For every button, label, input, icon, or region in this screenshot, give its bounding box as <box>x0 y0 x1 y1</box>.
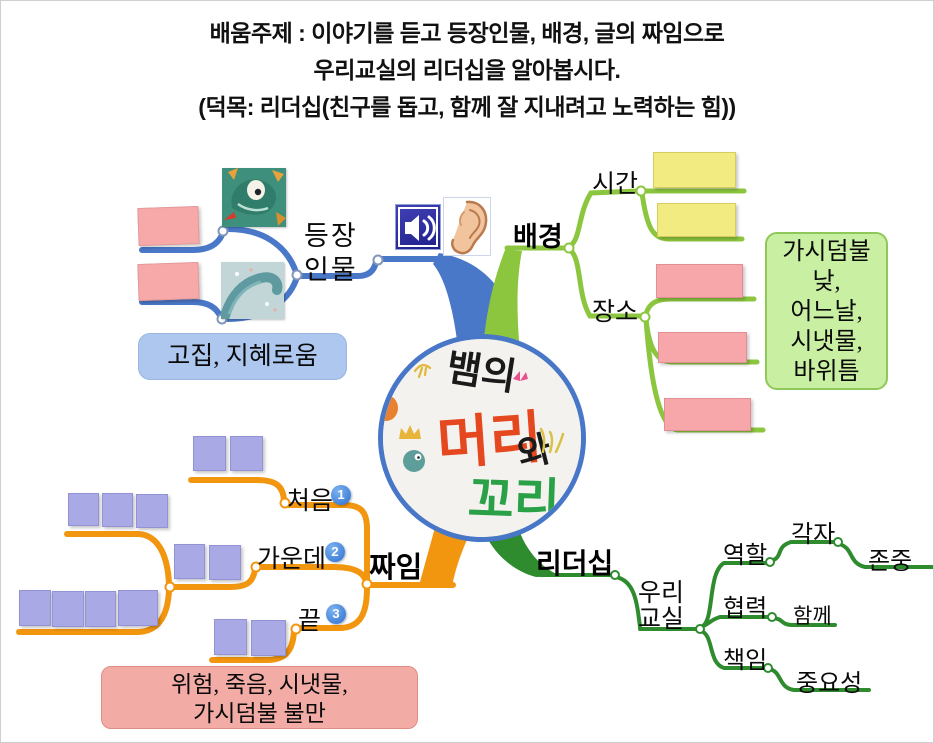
snake-head-image <box>222 168 286 227</box>
place-callout-line-1: 가시덤불 <box>782 239 871 265</box>
snake-tail-image <box>220 262 284 321</box>
note-blank-purple-7[interactable] <box>209 545 241 580</box>
snake-tail-art <box>220 262 284 321</box>
speaker-icon-frame <box>398 207 438 247</box>
role-label[interactable]: 역할 <box>723 543 768 569</box>
note-blank-purple-5[interactable] <box>136 494 168 528</box>
lesson-title: 배움주제 : 이야기를 듣고 등장인물, 배경, 글의 짜임으로 우리교실의 리… <box>1 15 933 126</box>
note-blank-purple-3[interactable] <box>68 493 99 526</box>
together-label[interactable]: 함께 <box>793 604 832 628</box>
structure-end-label[interactable]: 끝 <box>298 608 322 635</box>
center-word-1: 뱀의 <box>443 346 520 400</box>
structure-callout[interactable]: 위험, 죽음, 시냇물, 가시덤불 불만 <box>101 666 418 729</box>
background-swoosh <box>483 250 522 353</box>
note-blank-pink-1[interactable] <box>137 205 200 247</box>
speaker-glyph <box>405 215 436 241</box>
ear-icon <box>443 197 491 256</box>
note-blank-purple-2[interactable] <box>230 436 263 471</box>
note-blank-purple-12[interactable] <box>214 619 247 655</box>
crown-decoration-icon <box>399 425 421 439</box>
importance-label[interactable]: 중요성 <box>796 671 863 697</box>
characters-label-bottom[interactable]: 인물 <box>304 255 358 285</box>
orange-blob-decoration <box>383 395 398 421</box>
badge-3-icon: 3 <box>326 604 346 624</box>
note-blank-place-2[interactable] <box>658 332 747 363</box>
background-label[interactable]: 배경 <box>513 222 563 252</box>
badge-2-icon: 2 <box>325 542 345 562</box>
center-word-4: 꼬리 <box>466 471 561 531</box>
place-callout-line-2: 낮, <box>812 269 841 295</box>
place-label[interactable]: 장소 <box>592 299 639 326</box>
structure-branch-lines <box>16 477 456 663</box>
center-topic-ring <box>378 334 586 542</box>
center-topic-image[interactable]: 뱀의 머리 와 꼬리 <box>383 339 581 537</box>
grass-decoration-icon <box>539 427 565 453</box>
structure-callout-line-2: 가시덤불 불만 <box>193 701 326 726</box>
snake-decoration-icon <box>403 450 425 472</box>
place-callout[interactable]: 가시덤불 낮, 어느날, 시냇물, 바위틈 <box>765 232 888 390</box>
leadership-label[interactable]: 리더십 <box>536 548 614 579</box>
bird-decoration-icon <box>413 364 432 379</box>
butterfly-decoration-icon <box>513 371 528 381</box>
note-blank-yellow-2[interactable] <box>657 203 736 237</box>
characters-callout[interactable]: 고집, 지혜로움 <box>138 333 347 380</box>
time-label[interactable]: 시간 <box>592 171 639 198</box>
note-blank-purple-9[interactable] <box>52 591 84 627</box>
snake-head-art <box>222 168 286 227</box>
respect-label[interactable]: 존중 <box>868 549 913 575</box>
note-blank-purple-13[interactable] <box>251 620 286 656</box>
badge-1-icon: 1 <box>331 485 351 505</box>
structure-middle-label[interactable]: 가운데 <box>257 546 327 573</box>
note-blank-purple-4[interactable] <box>102 493 133 527</box>
structure-first-label[interactable]: 처음 <box>287 488 334 515</box>
ear-glyph <box>450 200 488 255</box>
title-line-2: 우리교실의 리더십을 알아봅시다. <box>313 57 621 83</box>
our-label[interactable]: 우리 <box>638 580 685 607</box>
branch-node-dots <box>164 185 843 673</box>
note-blank-place-3[interactable] <box>664 398 751 431</box>
note-blank-pink-2[interactable] <box>137 261 200 302</box>
note-blank-purple-6[interactable] <box>174 544 205 579</box>
note-blank-place-1[interactable] <box>656 264 743 298</box>
note-blank-purple-10[interactable] <box>85 591 116 627</box>
characters-label-top[interactable]: 등장 <box>304 221 358 251</box>
structure-callout-line-1: 위험, 죽음, 시냇물, <box>171 672 348 697</box>
speaker-icon[interactable] <box>395 204 441 250</box>
note-blank-purple-8[interactable] <box>19 590 51 626</box>
title-line-1: 배움주제 : 이야기를 듣고 등장인물, 배경, 글의 짜임으로 <box>209 20 725 46</box>
responsibility-label[interactable]: 책임 <box>723 648 768 674</box>
cooperation-label[interactable]: 협력 <box>723 596 768 622</box>
place-callout-line-3: 어느날, <box>790 299 863 325</box>
place-callout-line-5: 바위틈 <box>793 359 860 385</box>
classroom-label[interactable]: 교실 <box>638 606 685 633</box>
note-blank-purple-1[interactable] <box>193 436 226 471</box>
note-blank-yellow-1[interactable] <box>653 152 736 188</box>
note-blank-purple-11[interactable] <box>118 590 158 626</box>
each-label[interactable]: 각자 <box>791 522 836 548</box>
title-line-3: (덕목: 리더십(친구를 돕고, 함께 잘 지내려고 노력하는 힘)) <box>198 94 736 120</box>
place-callout-line-4: 시냇물, <box>790 329 863 355</box>
structure-label[interactable]: 짜임 <box>369 552 423 584</box>
